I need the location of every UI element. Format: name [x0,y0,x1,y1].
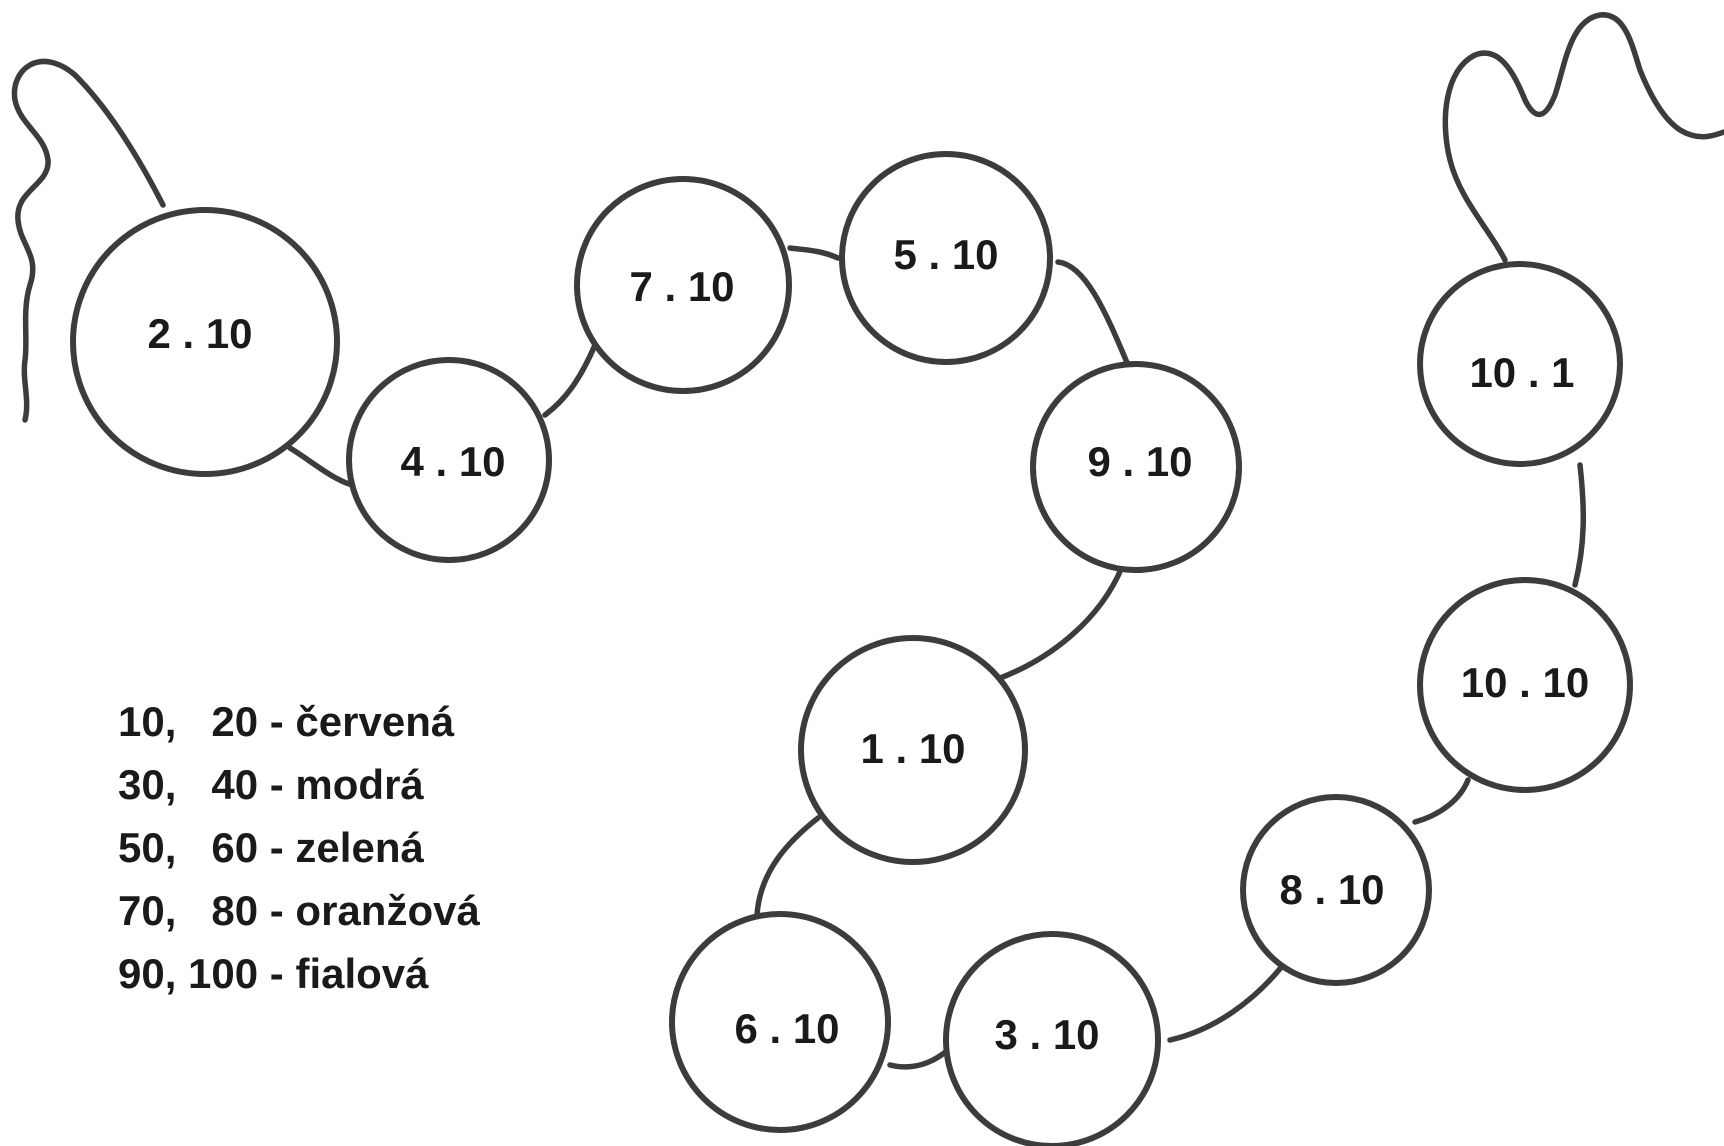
bead-label: 7 . 10 [629,263,734,310]
bead-6x10: 6 . 10 [669,911,891,1133]
bead-1x10: 1 . 10 [798,635,1028,865]
right-wavy-line [1442,12,1724,263]
bead-5x10: 5 . 10 [839,151,1053,365]
bead-10x10: 10 . 10 [1417,577,1633,793]
legend-row: 30, 40 - modrá [118,761,424,808]
bead-8x10: 8 . 10 [1240,794,1432,986]
bead-label: 10 . 10 [1461,659,1589,706]
legend-row: 10, 20 - červená [118,698,455,745]
bead-label: 10 . 1 [1469,349,1574,396]
legend-row: 50, 60 - zelená [118,824,424,871]
bead-label: 9 . 10 [1087,438,1192,485]
legend-row: 70, 80 - oranžová [118,887,480,934]
bead-10x1: 10 . 1 [1417,261,1623,467]
bead-label: 8 . 10 [1279,866,1384,913]
bead-9x10: 9 . 10 [1030,361,1242,573]
left-wavy-line [11,58,166,423]
bead-7x10: 7 . 10 [574,176,792,394]
bead-3x10: 3 . 10 [943,931,1161,1146]
bead-2x10: 2 . 10 [70,207,340,477]
bead-label: 3 . 10 [994,1011,1099,1058]
color-legend: 10, 20 - červená 30, 40 - modrá 50, 60 -… [118,690,480,1005]
bead-label: 6 . 10 [734,1005,839,1052]
bead-4x10: 4 . 10 [346,357,552,563]
bead-label: 5 . 10 [893,231,998,278]
bead-connectors [287,245,1587,1070]
bead-label: 4 . 10 [400,438,505,485]
legend-row: 90, 100 - fialová [118,950,429,997]
bead-label: 2 . 10 [147,310,252,357]
bead-label: 1 . 10 [860,725,965,772]
